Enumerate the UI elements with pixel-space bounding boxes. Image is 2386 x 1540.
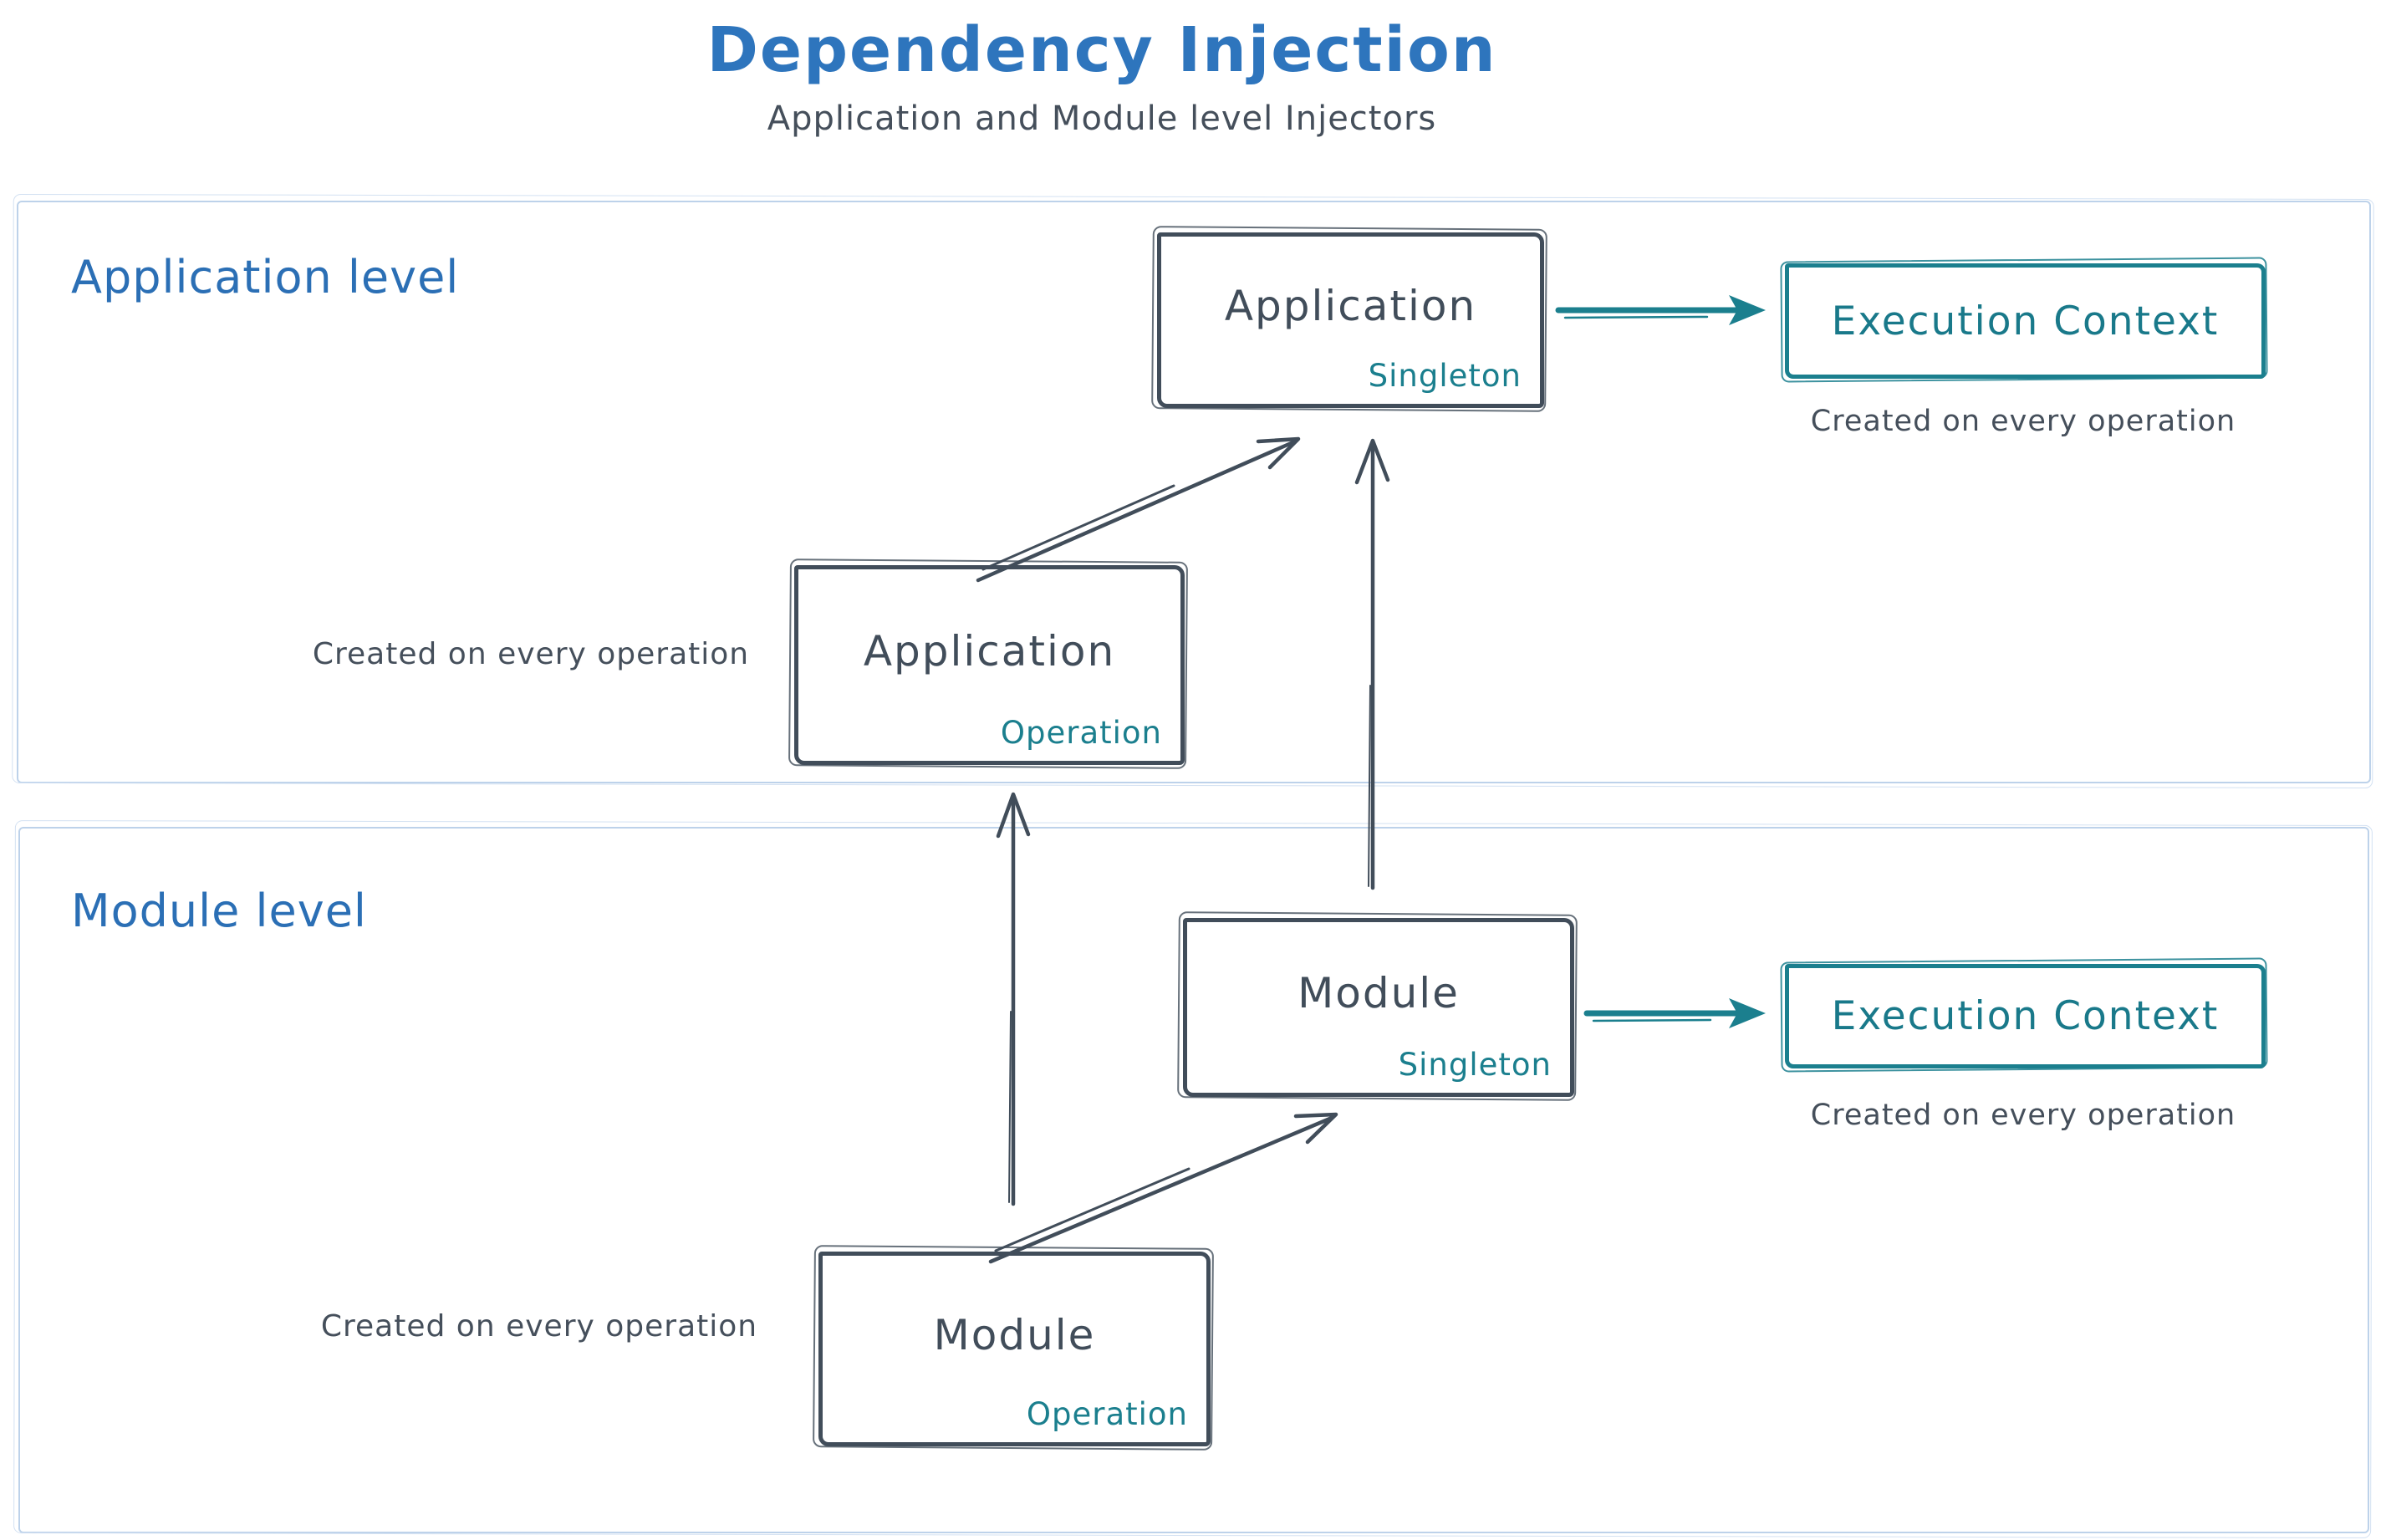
application-singleton-scope: Singleton — [1368, 358, 1522, 394]
application-singleton-title: Application — [1224, 282, 1477, 330]
application-execution-context-title: Execution Context — [1831, 298, 2220, 344]
application-singleton-box: Application Singleton — [1157, 232, 1544, 408]
module-level-label: Module level — [71, 885, 367, 937]
module-execution-context-box: Execution Context — [1785, 964, 2266, 1068]
application-execution-context-box: Execution Context — [1785, 263, 2266, 379]
module-singleton-scope: Singleton — [1398, 1047, 1552, 1083]
module-execution-caption: Created on every operation — [1810, 1099, 2236, 1132]
module-operation-title: Module — [933, 1310, 1096, 1359]
module-execution-context-title: Execution Context — [1831, 993, 2220, 1039]
module-singleton-title: Module — [1298, 969, 1460, 1017]
diagram-header: Dependency Injection Application and Mod… — [349, 13, 1854, 138]
application-execution-caption: Created on every operation — [1810, 405, 2236, 438]
application-operation-title: Application — [863, 626, 1116, 676]
page-subtitle: Application and Module level Injectors — [767, 99, 1437, 138]
module-singleton-box: Module Singleton — [1183, 918, 1574, 1097]
application-operation-scope: Operation — [1000, 715, 1162, 751]
application-operation-caption: Created on every operation — [312, 637, 750, 671]
module-operation-box: Module Operation — [818, 1252, 1211, 1446]
module-operation-caption: Created on every operation — [320, 1309, 758, 1344]
application-level-label: Application level — [71, 251, 460, 303]
module-operation-scope: Operation — [1026, 1396, 1188, 1432]
application-operation-box: Application Operation — [794, 565, 1185, 765]
page-title: Dependency Injection — [706, 14, 1497, 86]
